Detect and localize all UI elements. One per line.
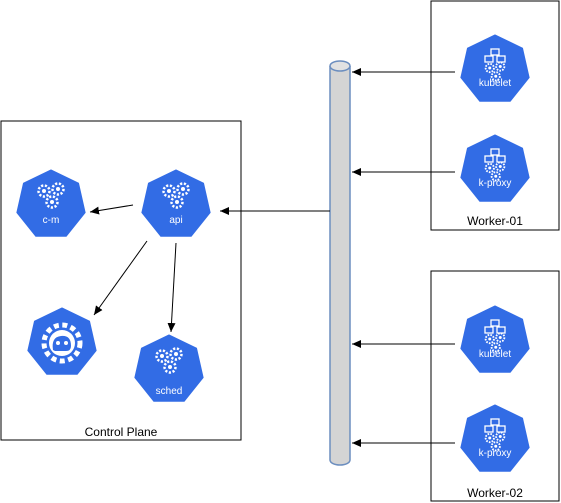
control-plane-label: Control Plane <box>85 425 158 439</box>
worker-02-label: Worker-02 <box>467 486 523 500</box>
cloud-controller-icon <box>41 322 83 364</box>
sched-node: sched <box>131 331 207 405</box>
api-node: api <box>138 166 214 240</box>
cm-node: c-m <box>13 166 89 240</box>
control-plane-group <box>0 120 242 441</box>
kubelet-1-label: kubelet <box>479 78 511 89</box>
arrow-api-to-ccm <box>93 240 148 316</box>
worker-01-group <box>430 0 560 231</box>
kproxy-2-node: k-proxy <box>457 401 533 475</box>
kproxy-1-label: k-proxy <box>479 178 512 189</box>
arrow-api-to-cm <box>89 204 134 215</box>
sched-label: sched <box>156 386 183 397</box>
worker-02-group <box>430 270 560 502</box>
network-bus <box>329 60 351 466</box>
ccm-node <box>24 304 100 378</box>
kproxy-1-node: k-proxy <box>457 131 533 205</box>
kproxy-2-label: k-proxy <box>479 448 512 459</box>
cm-label: c-m <box>43 215 60 226</box>
kubelet-1-node: kubelet <box>457 31 533 105</box>
kubelet-2-node: kubelet <box>457 302 533 376</box>
worker-01-label: Worker-01 <box>467 214 523 228</box>
arrow-api-to-sched <box>167 242 177 333</box>
kubelet-2-label: kubelet <box>479 349 511 360</box>
api-label: api <box>169 215 182 226</box>
